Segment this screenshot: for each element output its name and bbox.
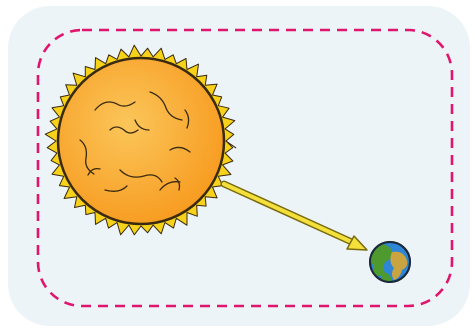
earth-icon — [370, 242, 410, 283]
sun-body — [58, 58, 224, 224]
